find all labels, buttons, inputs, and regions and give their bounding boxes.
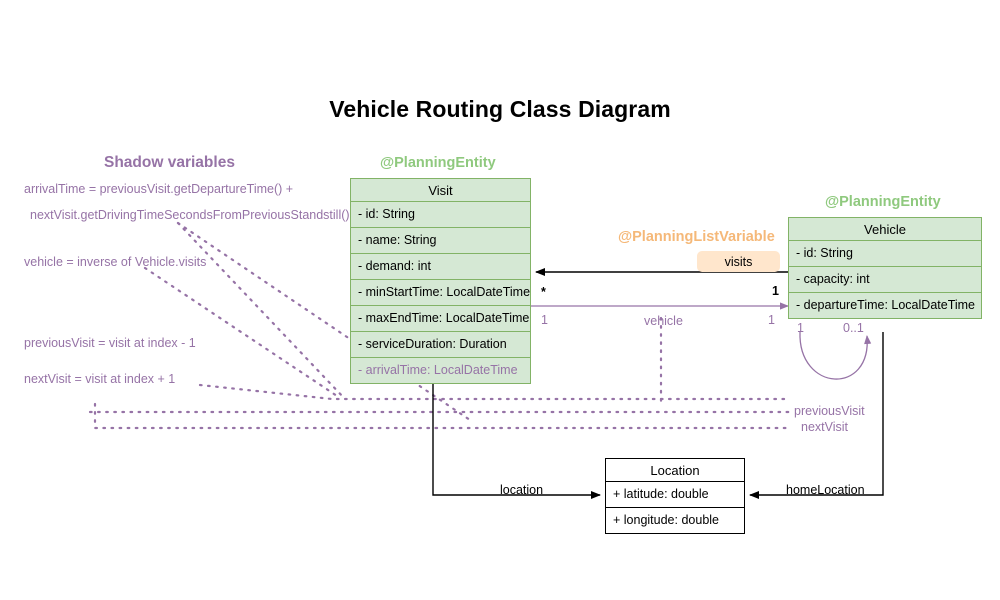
vehicle-source-multiplicity: 1 [541, 313, 548, 327]
visit-attribute-id: - id: String [350, 202, 531, 228]
visit-attribute-service-duration: - serviceDuration: Duration [350, 332, 531, 358]
location-class-name: Location [605, 458, 745, 482]
visit-attribute-arrival-time: - arrivalTime: LocalDateTime [350, 358, 531, 384]
location-attribute-latitude: + latitude: double [605, 482, 745, 508]
previous-visit-label: previousVisit [794, 404, 865, 418]
relation-self-loop [799, 331, 872, 380]
visit-attribute-min-start-time: - minStartTime: LocalDateTime [350, 280, 531, 306]
relation-home-location-line [749, 332, 884, 499]
shadow-note-next-visit: nextVisit = visit at index + 1 [24, 372, 176, 386]
visit-stereotype: @PlanningEntity [380, 155, 496, 171]
shadow-note-arrival-time-2: nextVisit.getDrivingTimeSecondsFromPrevi… [30, 208, 350, 222]
visit-attribute-demand: - demand: int [350, 254, 531, 280]
shadow-note-vehicle: vehicle = inverse of Vehicle.visits [24, 255, 207, 269]
class-box-visit[interactable]: Visit - id: String - name: String - dema… [350, 178, 531, 384]
visit-attribute-max-end-time: - maxEndTime: LocalDateTime [350, 306, 531, 332]
location-attribute-longitude: + longitude: double [605, 508, 745, 534]
vehicle-attribute-id: - id: String [788, 241, 982, 267]
class-box-location[interactable]: Location + latitude: double + longitude:… [605, 458, 745, 534]
relation-location-line [432, 383, 601, 499]
relation-vehicle-shadow-dotted [143, 266, 663, 404]
visits-target-multiplicity: 1 [772, 284, 779, 298]
class-box-vehicle[interactable]: Vehicle - id: String - capacity: int - d… [788, 217, 982, 319]
relation-arrival-time-dotted [176, 221, 472, 422]
planning-list-variable-stereotype: @PlanningListVariable [618, 229, 775, 245]
relation-previous-visit-dotted [88, 383, 792, 430]
shadow-variables-heading: Shadow variables [104, 154, 235, 171]
self-loop-source-multiplicity: 1 [797, 321, 804, 335]
vehicle-target-multiplicity: 1 [768, 313, 775, 327]
home-location-relation-label: homeLocation [786, 483, 865, 497]
self-loop-target-multiplicity: 0..1 [843, 321, 864, 335]
visits-source-multiplicity: * [541, 285, 546, 299]
vehicle-attribute-departure-time: - departureTime: LocalDateTime [788, 293, 982, 319]
location-relation-label: location [500, 483, 544, 497]
vehicle-class-name: Vehicle [788, 217, 982, 241]
vehicle-stereotype: @PlanningEntity [825, 194, 941, 210]
page-title: Vehicle Routing Class Diagram [329, 96, 671, 122]
shadow-note-arrival-time-1: arrivalTime = previousVisit.getDeparture… [24, 182, 294, 196]
vehicle-relation-label: vehicle [644, 314, 683, 328]
vehicle-attribute-capacity: - capacity: int [788, 267, 982, 293]
visit-class-name: Visit [350, 178, 531, 202]
visit-attribute-name: - name: String [350, 228, 531, 254]
visits-badge[interactable]: visits [697, 251, 780, 272]
shadow-note-previous-visit: previousVisit = visit at index - 1 [24, 336, 196, 350]
next-visit-label: nextVisit [801, 420, 849, 434]
